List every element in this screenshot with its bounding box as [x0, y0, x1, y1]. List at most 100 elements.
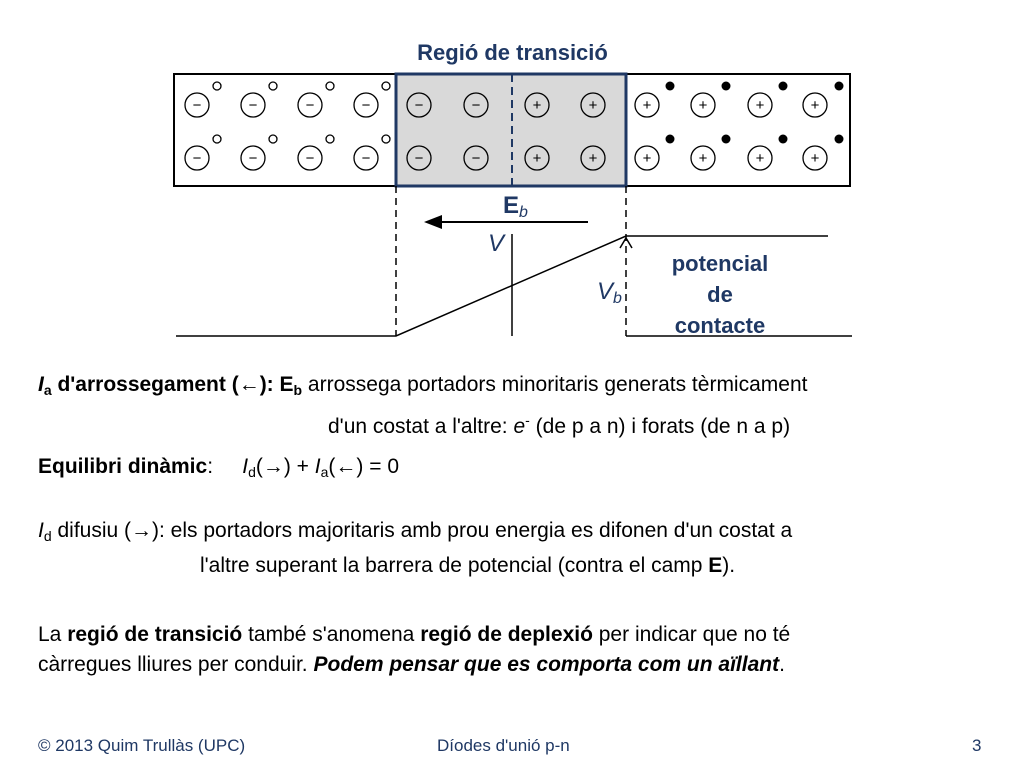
footer-page-number: 3 — [972, 736, 982, 755]
hole-0-1 — [268, 81, 278, 91]
acceptor-ion-0-2 — [297, 92, 323, 118]
electron-0-3 — [834, 81, 844, 91]
donor-ion-1-7 — [580, 145, 606, 171]
equilibrium-paragraph: Equilibri dinàmic: Id(→) + Ia(←) = 0 — [38, 452, 399, 487]
electron-1-2 — [778, 134, 788, 144]
depletion-line-1: La regió de transició també s'anomena re… — [38, 620, 790, 650]
field-label-sub: b — [519, 204, 528, 221]
drift-eb-sub: b — [293, 382, 303, 398]
donor-ion-0-11 — [802, 92, 828, 118]
plus-sign-0-10: + — [756, 97, 765, 114]
plus-sign-1-7: + — [589, 150, 598, 167]
acceptor-ion-0-3 — [353, 92, 379, 118]
eq-mid: (→) + — [255, 455, 315, 478]
contact-potential-line-2: de — [707, 282, 733, 307]
plus-sign-1-8: + — [643, 150, 652, 167]
acceptor-ion-1-4 — [406, 145, 432, 171]
equilibrium-colon: : — [207, 455, 243, 478]
ion-layer: −−−−−−−−−−−−++++++++++++ — [184, 92, 828, 171]
diffusion-line-2: l'altre superant la barrera de potencial… — [38, 551, 792, 581]
acceptor-ion-0-1 — [240, 92, 266, 118]
barrier-label-main: V — [597, 278, 614, 305]
acceptor-ion-1-2 — [297, 145, 323, 171]
eq-end: (←) = 0 — [328, 455, 400, 478]
drift-title: d'arrossegament (←): E — [51, 373, 294, 396]
diffusion-text-1: difusiu (→): els portadors majoritaris a… — [51, 519, 793, 542]
acceptor-ion-0-0 — [184, 92, 210, 118]
minus-sign-1-3: − — [362, 150, 371, 167]
hole-1-3 — [381, 134, 391, 144]
donor-ion-0-8 — [634, 92, 660, 118]
plus-sign-1-11: + — [811, 150, 820, 167]
acceptor-ion-0-4 — [406, 92, 432, 118]
depletion-text-2: també s'anomena — [242, 623, 421, 646]
plus-sign-1-6: + — [533, 150, 542, 167]
donor-ion-0-9 — [690, 92, 716, 118]
footer-copyright: © 2013 Quim Trullàs (UPC) — [38, 736, 246, 755]
plus-sign-1-10: + — [756, 150, 765, 167]
minus-sign-0-2: − — [306, 97, 315, 114]
minus-sign-0-3: − — [362, 97, 371, 114]
plus-sign-0-8: + — [643, 97, 652, 114]
contact-potential-label: potencial de contacte — [650, 248, 790, 341]
diffusion-text-2a: l'altre superant la barrera de potencial… — [200, 554, 709, 577]
electron-1-0 — [665, 134, 675, 144]
depletion-bold-1: regió de transició — [67, 623, 243, 646]
drift-text-1: arrossega portadors minoritaris generats… — [302, 373, 808, 396]
drift-text-2b: (de p a n) i forats (de n a p) — [529, 415, 791, 438]
carrier-layer — [212, 81, 844, 144]
plus-sign-0-11: + — [811, 97, 820, 114]
acceptor-ion-1-0 — [184, 145, 210, 171]
vb-arrow-head — [619, 236, 633, 249]
diffusion-current-paragraph: Id difusiu (→): els portadors majoritari… — [38, 516, 792, 581]
drift-i: I — [38, 373, 44, 396]
field-label: Eb — [503, 192, 528, 222]
donor-ion-1-11 — [802, 145, 828, 171]
plus-sign-0-9: + — [699, 97, 708, 114]
donor-ion-1-9 — [690, 145, 716, 171]
minus-sign-1-0: − — [193, 150, 202, 167]
field-symbol: E — [708, 554, 723, 577]
electron-charge: - — [525, 412, 530, 428]
diffusion-text-2b: ). — [722, 554, 736, 577]
depletion-bold-2: regió de deplexió — [420, 623, 593, 646]
plus-sign-1-9: + — [699, 150, 708, 167]
electron-0-1 — [721, 81, 731, 91]
field-arrow-head — [424, 215, 442, 229]
drift-line-1: Ia d'arrossegament (←): Eb arrossega por… — [38, 373, 808, 398]
hole-0-2 — [325, 81, 335, 91]
donor-ion-0-10 — [747, 92, 773, 118]
eq-i-a-sub: a — [320, 464, 329, 480]
hole-1-0 — [212, 134, 222, 144]
donor-ion-0-6 — [524, 92, 550, 118]
plus-sign-0-6: + — [533, 97, 542, 114]
electron-symbol: e — [513, 415, 526, 438]
hole-0-3 — [381, 81, 391, 91]
eq-i-a: I — [314, 455, 321, 478]
depletion-text-1: La — [38, 623, 68, 646]
region-title: Regió de transició — [417, 40, 608, 65]
minus-sign-1-1: − — [249, 150, 258, 167]
drift-current-paragraph: Ia d'arrossegament (←): Eb arrossega por… — [38, 370, 807, 442]
electron-1-3 — [834, 134, 844, 144]
hole-0-0 — [212, 81, 222, 91]
depletion-text-4: càrregues lliures per conduir. — [38, 653, 314, 676]
equilibrium-title: Equilibri dinàmic — [38, 455, 208, 478]
minus-sign-0-4: − — [415, 97, 424, 114]
acceptor-ion-1-3 — [353, 145, 379, 171]
drift-i-sub: a — [43, 382, 52, 398]
minus-sign-1-2: − — [306, 150, 315, 167]
minus-sign-0-1: − — [249, 97, 258, 114]
depletion-bold-3: Podem pensar que es comporta com un aïll… — [313, 653, 780, 676]
diffusion-i-sub: d — [43, 528, 52, 544]
plus-sign-0-7: + — [589, 97, 598, 114]
donor-ion-1-10 — [747, 145, 773, 171]
donor-ion-0-7 — [580, 92, 606, 118]
potential-curve — [176, 235, 828, 337]
depletion-line-2: càrregues lliures per conduir. Podem pen… — [38, 650, 790, 680]
potential-label: V — [488, 230, 505, 257]
minus-sign-1-5: − — [472, 150, 481, 167]
hole-1-2 — [325, 134, 335, 144]
depletion-paragraph: La regió de transició també s'anomena re… — [38, 620, 790, 680]
diffusion-line-1: Id difusiu (→): els portadors majoritari… — [38, 519, 793, 544]
